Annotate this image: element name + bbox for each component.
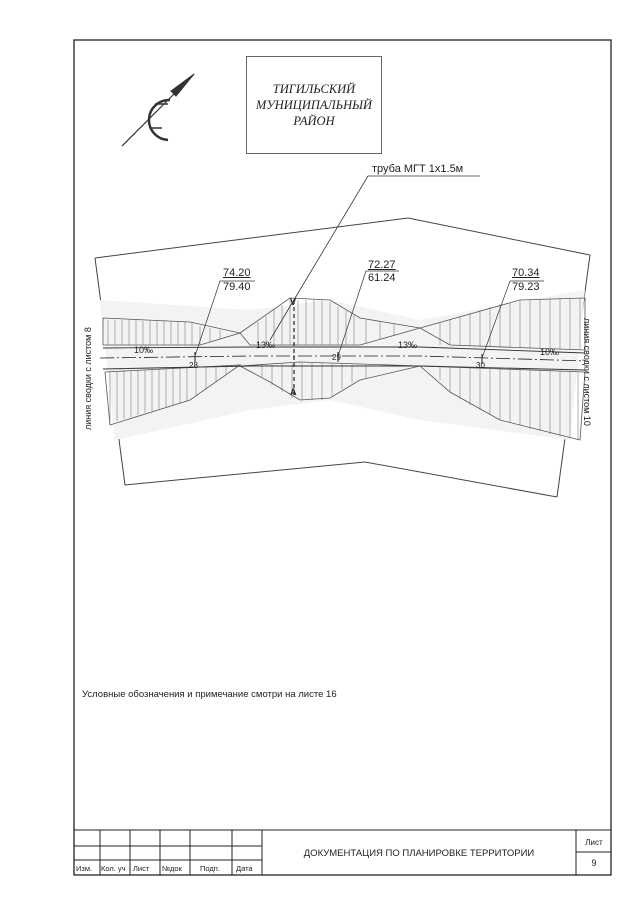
sheet-label: Лист bbox=[585, 838, 603, 847]
district-title-line2: МУНИЦИПАЛЬНЫЙ bbox=[255, 98, 373, 112]
district-title-box: ТИГИЛЬСКИЙ МУНИЦИПАЛЬНЫЙ РАЙОН bbox=[246, 56, 382, 154]
elevation-top-2: 72.27 bbox=[368, 259, 396, 271]
picket-label-28: 28 bbox=[189, 361, 198, 370]
slope-label-1: 10‰ bbox=[134, 345, 154, 355]
elevation-top-3: 70.34 bbox=[512, 267, 540, 279]
stamp-col-ndok: №док bbox=[162, 864, 182, 873]
slope-label-4: 10‰ bbox=[540, 347, 560, 357]
section-mark-top: V bbox=[290, 297, 297, 307]
elevation-bottom-2: 61.24 bbox=[368, 272, 396, 284]
section-mark-bottom: A bbox=[290, 387, 297, 397]
culvert-callout: труба МГТ 1х1.5м bbox=[372, 163, 464, 175]
district-title-line3: РАЙОН bbox=[293, 114, 335, 128]
picket-label-29: 29 bbox=[332, 353, 341, 362]
slope-label-2: 13‰ bbox=[256, 340, 276, 350]
document-title: ДОКУМЕНТАЦИЯ ПО ПЛАНИРОВКЕ ТЕРРИТОРИИ bbox=[303, 848, 535, 859]
stamp-col-izm: Изм. bbox=[76, 864, 93, 873]
stamp-col-kol-uch: Кол. уч bbox=[101, 864, 126, 873]
title-stamp bbox=[73, 829, 612, 876]
match-line-right: линия сводки с листом 10 bbox=[582, 318, 592, 426]
elevation-top-1: 74.20 bbox=[223, 267, 251, 279]
stamp-col-list: Лист bbox=[133, 864, 150, 873]
slope-label-3: 13‰ bbox=[398, 340, 418, 350]
north-arrow-icon bbox=[121, 73, 195, 147]
legend-note: Условные обозначения и примечание смотри… bbox=[82, 689, 337, 700]
sheet-frame bbox=[73, 39, 612, 876]
road-plan bbox=[94, 175, 591, 498]
elevation-bottom-1: 79.40 bbox=[223, 281, 251, 293]
stamp-col-data: Дата bbox=[236, 864, 253, 873]
stamp-col-podp: Подп. bbox=[200, 864, 220, 873]
sheet-number: 9 bbox=[591, 858, 597, 868]
elevation-bottom-3: 79.23 bbox=[512, 281, 540, 293]
picket-label-30: 30 bbox=[476, 361, 485, 370]
district-title-line1: ТИГИЛЬСКИЙ bbox=[272, 82, 356, 96]
match-line-left: линия сводки с листом 8 bbox=[83, 327, 93, 430]
